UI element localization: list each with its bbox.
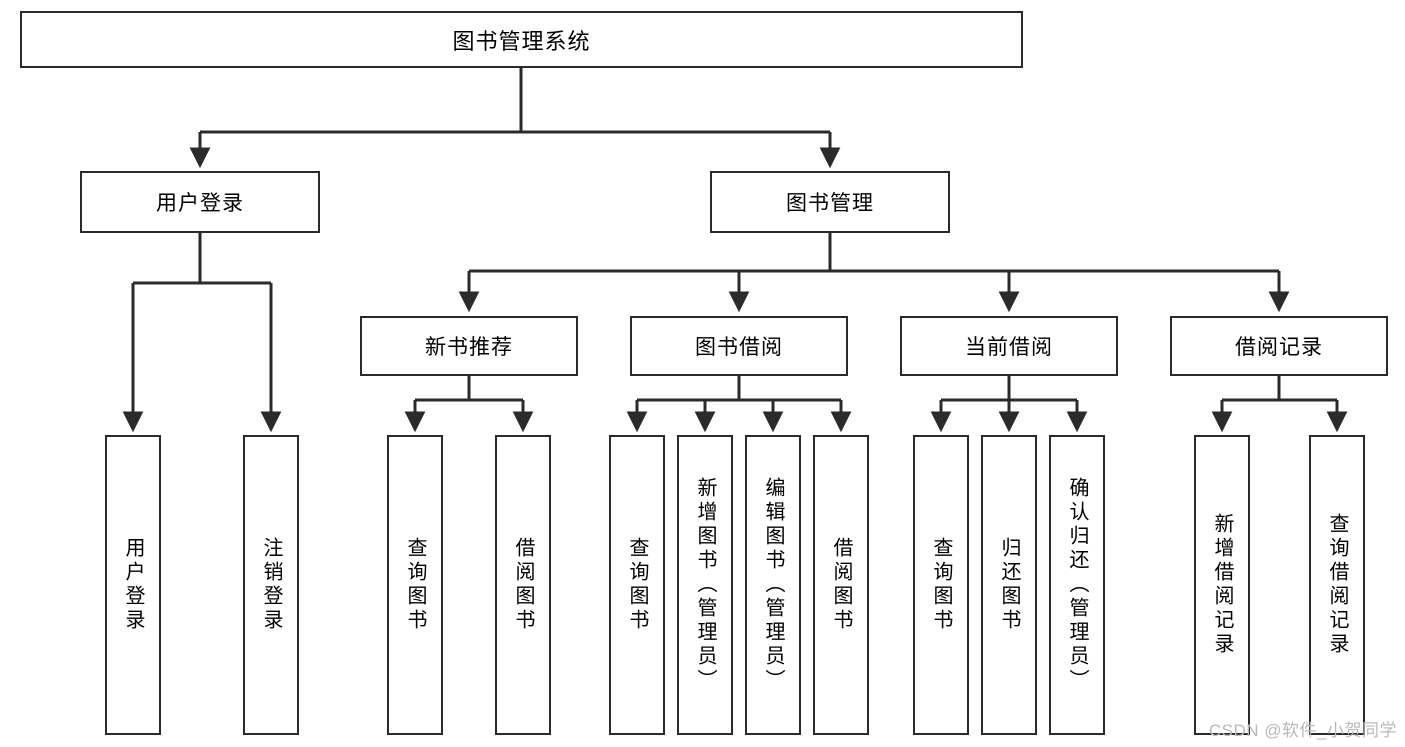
leaf-user-login-signin[interactable]: 用户登录	[105, 435, 161, 735]
leaf-book-borrow-edit[interactable]: 编辑图书（管理员）	[745, 435, 801, 735]
leaf-new-book-borrow[interactable]: 借阅图书	[495, 435, 551, 735]
node-label: 编辑图书（管理员）	[762, 477, 784, 693]
node-user-login[interactable]: 用户登录	[80, 171, 320, 233]
node-label: 查询借阅记录	[1326, 513, 1348, 657]
node-label: 用户登录	[156, 192, 244, 215]
node-label: 图书管理	[786, 192, 874, 215]
node-label: 借阅记录	[1235, 336, 1323, 359]
node-label: 新书推荐	[425, 336, 513, 359]
leaf-new-book-query[interactable]: 查询图书	[387, 435, 443, 735]
node-label: 查询图书	[930, 537, 952, 633]
node-new-book-recommend[interactable]: 新书推荐	[360, 316, 578, 376]
node-borrow-record[interactable]: 借阅记录	[1170, 316, 1388, 376]
leaf-book-borrow-query[interactable]: 查询图书	[609, 435, 665, 735]
node-label: 新增图书（管理员）	[694, 477, 716, 693]
node-book-borrow[interactable]: 图书借阅	[630, 316, 848, 376]
node-root-system[interactable]: 图书管理系统	[20, 11, 1023, 68]
node-label: 查询图书	[404, 537, 426, 633]
node-label: 当前借阅	[965, 336, 1053, 359]
node-label: 归还图书	[998, 537, 1020, 633]
node-label: 用户登录	[122, 537, 144, 633]
node-book-management[interactable]: 图书管理	[710, 171, 950, 233]
leaf-user-login-signout[interactable]: 注销登录	[243, 435, 299, 735]
node-label: 新增借阅记录	[1211, 513, 1233, 657]
node-label: 查询图书	[626, 537, 648, 633]
leaf-current-borrow-query[interactable]: 查询图书	[913, 435, 969, 735]
node-label: 注销登录	[260, 537, 282, 633]
leaf-current-borrow-confirm-return[interactable]: 确认归还（管理员）	[1049, 435, 1105, 735]
node-label: 借阅图书	[512, 537, 534, 633]
leaf-current-borrow-return[interactable]: 归还图书	[981, 435, 1037, 735]
node-label: 借阅图书	[830, 537, 852, 633]
leaf-book-borrow-borrow[interactable]: 借阅图书	[813, 435, 869, 735]
node-label: 确认归还（管理员）	[1066, 477, 1088, 693]
leaf-book-borrow-add[interactable]: 新增图书（管理员）	[677, 435, 733, 735]
leaf-borrow-record-query[interactable]: 查询借阅记录	[1309, 435, 1365, 735]
node-label: 图书管理系统	[452, 28, 591, 54]
node-label: 图书借阅	[695, 336, 783, 359]
node-current-borrow[interactable]: 当前借阅	[900, 316, 1118, 376]
leaf-borrow-record-add[interactable]: 新增借阅记录	[1194, 435, 1250, 735]
